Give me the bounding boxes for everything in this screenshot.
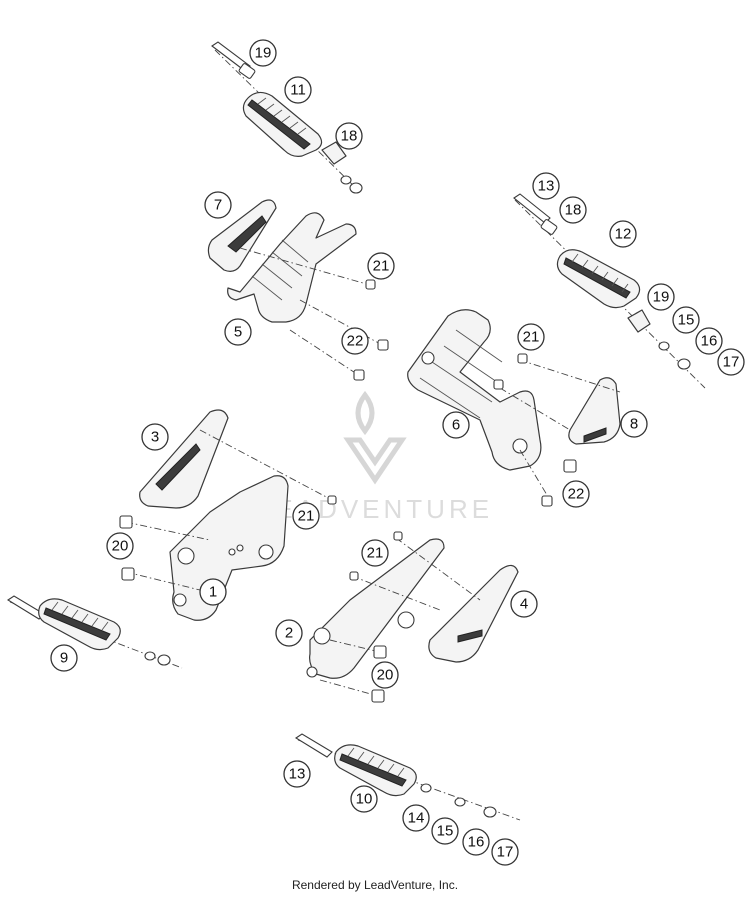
callout: 18: [335, 122, 363, 150]
svg-text:16: 16: [468, 834, 485, 851]
callouts: 19 11 18 7 21 5 22 13 18 12 19 15 16 17 …: [50, 39, 745, 866]
callout: 3: [141, 423, 169, 451]
footpeg-10: [294, 733, 521, 821]
callout: 14: [402, 804, 430, 832]
bracket-2: [306, 531, 519, 703]
callout: 18: [559, 196, 587, 224]
callout: 11: [284, 76, 312, 104]
callout: 12: [609, 220, 637, 248]
svg-text:4: 4: [520, 596, 528, 613]
svg-text:22: 22: [568, 486, 585, 503]
footpeg-11: [211, 41, 363, 194]
svg-text:21: 21: [298, 508, 315, 525]
svg-text:17: 17: [497, 844, 514, 861]
svg-text:17: 17: [723, 354, 740, 371]
callout: 7: [204, 191, 232, 219]
callout: 20: [106, 532, 134, 560]
bracket-5: [207, 199, 389, 381]
svg-text:18: 18: [341, 128, 358, 145]
callout: 6: [442, 411, 470, 439]
callout: 19: [249, 39, 277, 67]
svg-text:12: 12: [615, 226, 632, 243]
callout: 20: [371, 661, 399, 689]
svg-text:15: 15: [437, 823, 454, 840]
callout: 13: [283, 760, 311, 788]
svg-text:21: 21: [373, 258, 390, 275]
svg-text:7: 7: [214, 197, 222, 214]
callout: 21: [292, 502, 320, 530]
callout: 19: [647, 283, 675, 311]
svg-text:9: 9: [60, 650, 68, 667]
bracket-1: [119, 409, 337, 621]
svg-text:20: 20: [377, 667, 394, 684]
callout: 17: [491, 838, 519, 866]
svg-text:3: 3: [151, 429, 159, 446]
svg-text:13: 13: [289, 766, 306, 783]
callout: 8: [620, 410, 648, 438]
svg-text:15: 15: [678, 312, 695, 329]
callout: 2: [275, 619, 303, 647]
svg-text:2: 2: [285, 625, 293, 642]
callout: 5: [224, 318, 252, 346]
svg-text:20: 20: [112, 538, 129, 555]
watermark-text: LEADVENTURE: [257, 494, 493, 524]
svg-text:22: 22: [347, 333, 364, 350]
callout: 16: [695, 327, 723, 355]
footpeg-12: [513, 193, 706, 389]
callout: 9: [50, 644, 78, 672]
svg-text:14: 14: [408, 810, 425, 827]
callout: 13: [532, 172, 560, 200]
render-credit: Rendered by LeadVenture, Inc.: [291, 878, 459, 892]
bracket-6: [407, 309, 621, 507]
callout: 4: [510, 590, 538, 618]
callout: 10: [350, 785, 378, 813]
callout: 21: [367, 252, 395, 280]
callout: 22: [341, 327, 369, 355]
svg-text:19: 19: [653, 289, 670, 306]
svg-text:16: 16: [701, 333, 718, 350]
svg-text:18: 18: [565, 202, 582, 219]
callout: 21: [361, 539, 389, 567]
svg-text:1: 1: [209, 584, 217, 601]
footpeg-9: [6, 595, 183, 669]
svg-text:19: 19: [255, 45, 272, 62]
svg-text:21: 21: [367, 545, 384, 562]
svg-text:13: 13: [538, 178, 555, 195]
callout: 16: [462, 828, 490, 856]
svg-text:6: 6: [452, 417, 460, 434]
callout: 22: [562, 480, 590, 508]
callout: 15: [672, 306, 700, 334]
svg-text:5: 5: [234, 324, 242, 341]
svg-text:11: 11: [290, 82, 306, 99]
svg-text:8: 8: [630, 416, 638, 433]
svg-text:10: 10: [356, 791, 373, 808]
callout: 1: [199, 578, 227, 606]
callout: 17: [717, 348, 745, 376]
callout: 15: [431, 817, 459, 845]
callout: 21: [517, 323, 545, 351]
svg-text:21: 21: [523, 329, 540, 346]
